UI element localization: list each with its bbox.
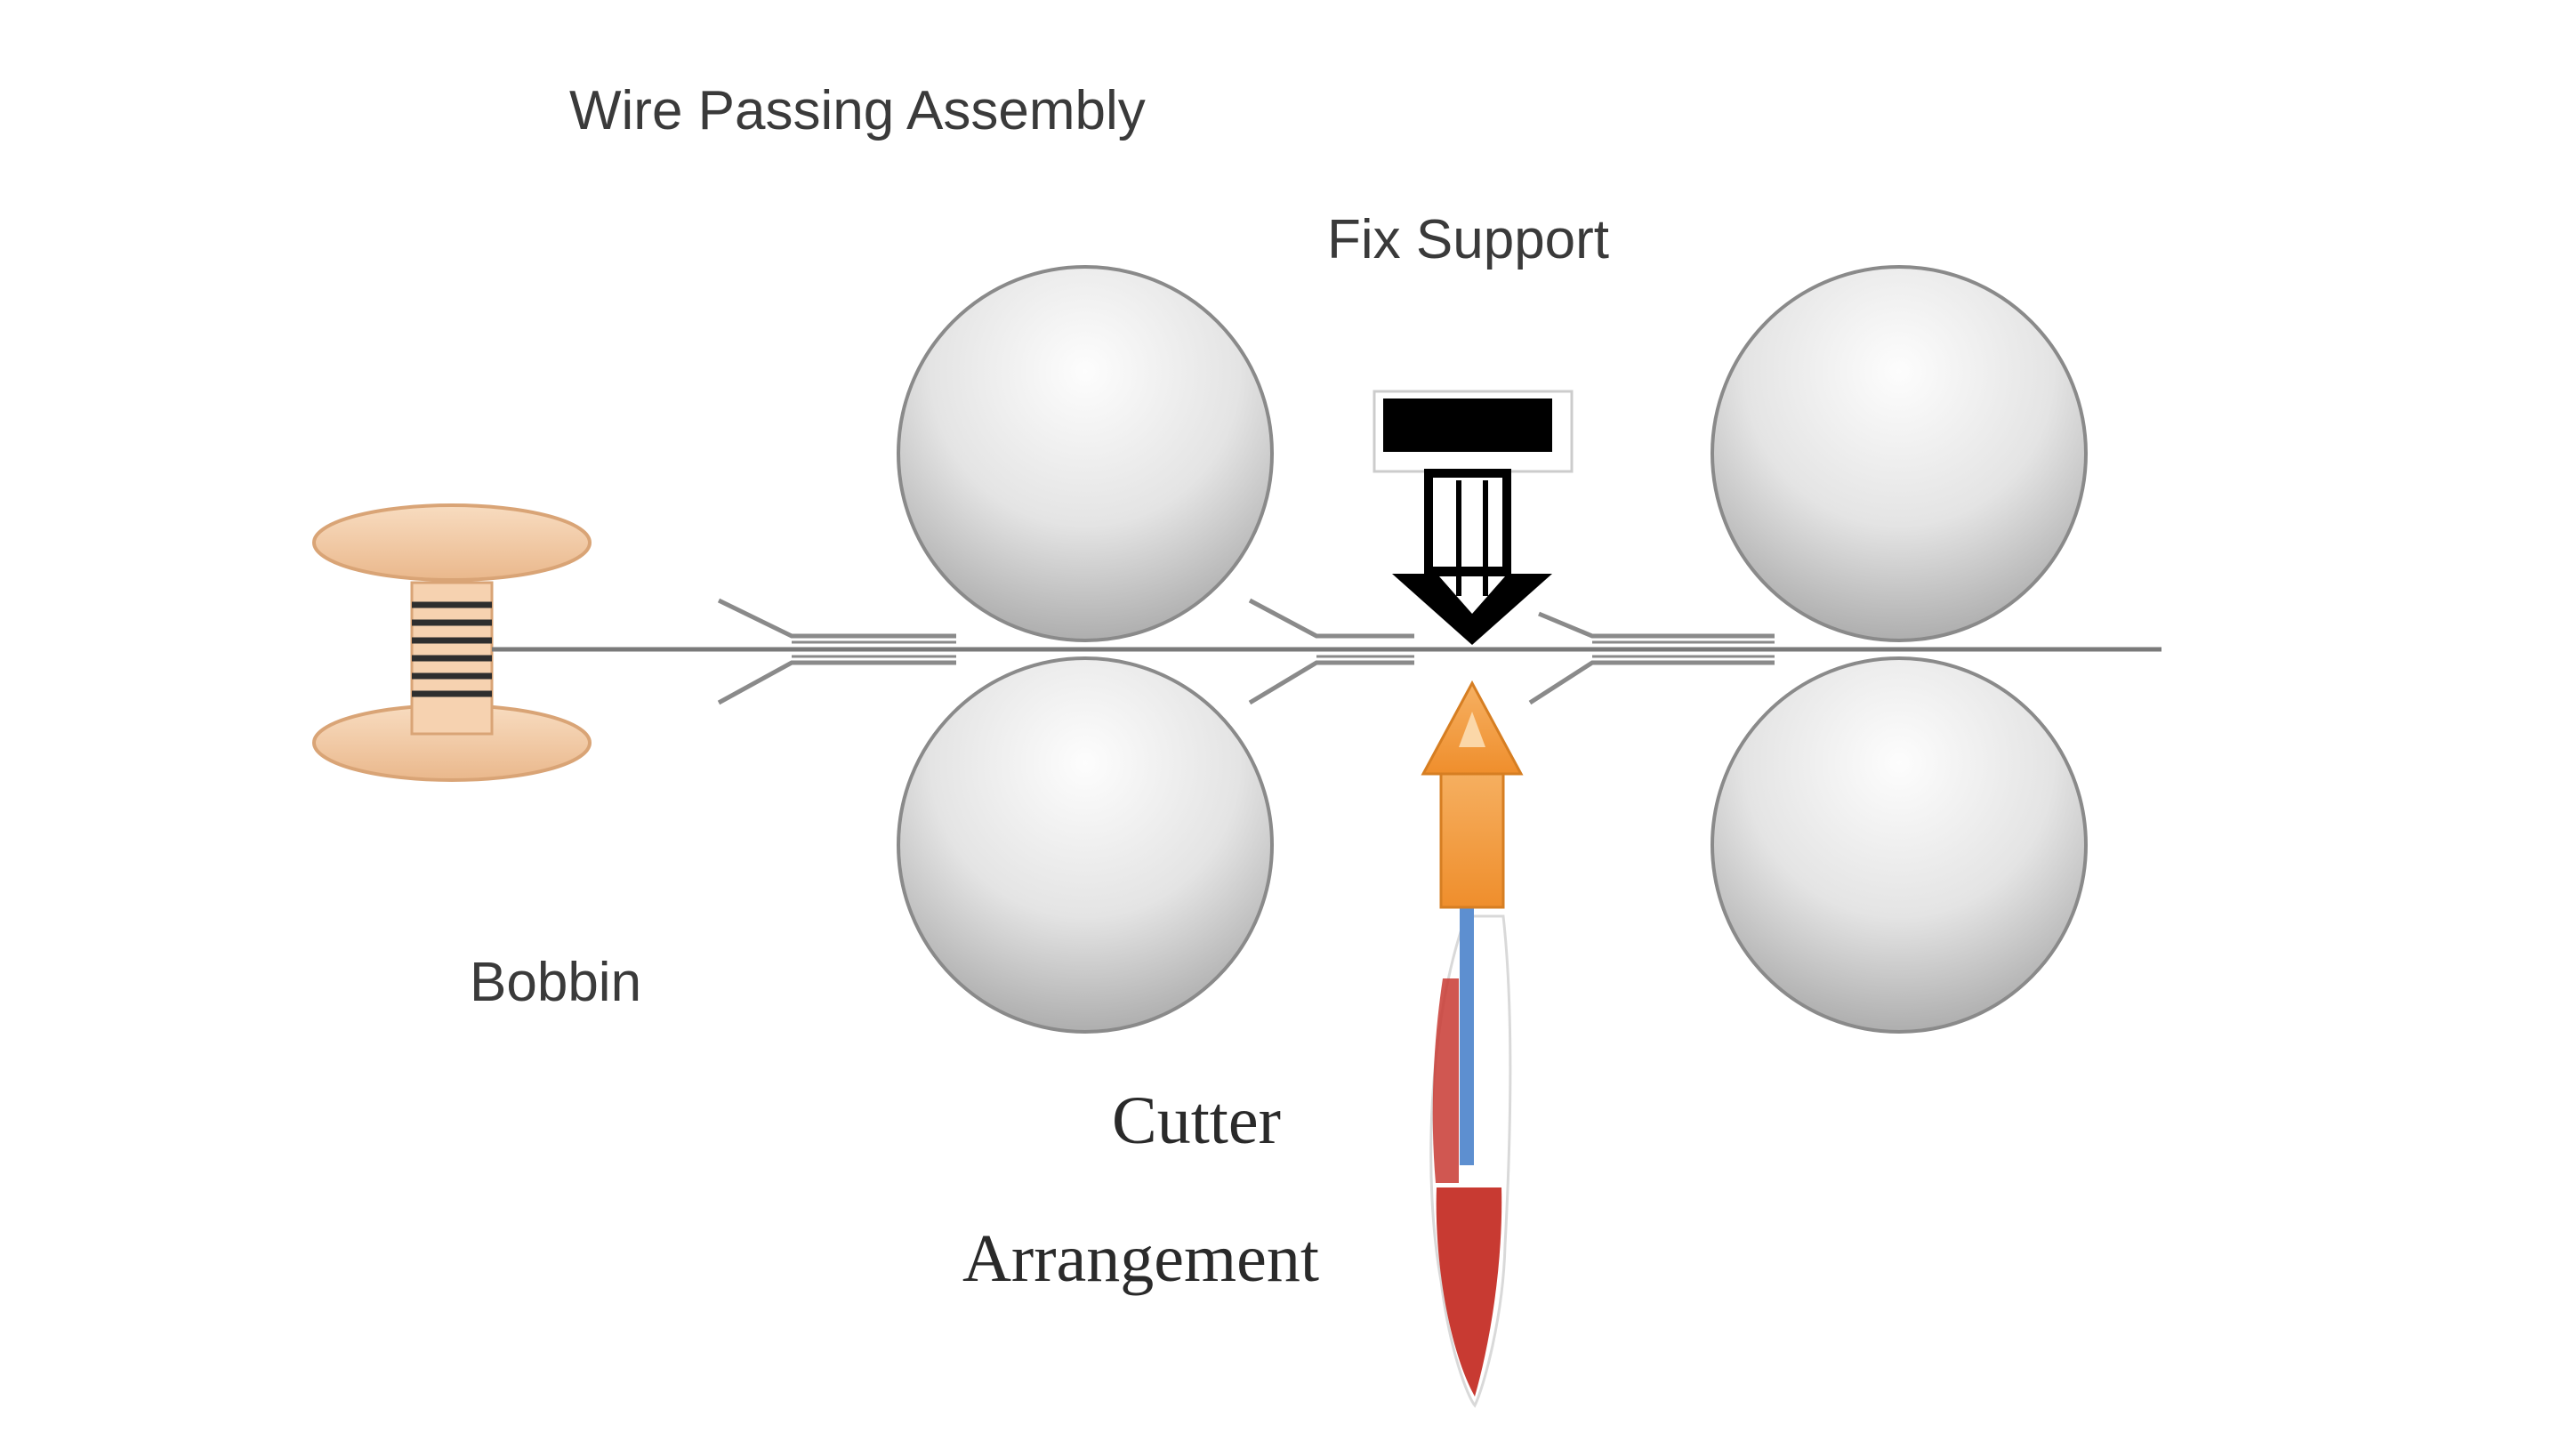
bobbin-wire-windings [412,601,492,697]
wire-guide-right [1528,611,1775,705]
wire-passing-assembly-label: Wire Passing Assembly [569,80,1146,141]
cutter-up-arrow-blade-icon [1421,680,1524,1408]
wire-guide-middle [1248,598,1414,705]
arrangement-label: Arrangement [962,1221,1319,1296]
roller-group-left [897,265,1274,1034]
fix-support-label: Fix Support [1327,209,1609,270]
roller-top-right [1711,265,2088,642]
roller-bottom-left [897,656,1274,1034]
bobbin-label: Bobbin [470,952,641,1013]
roller-top-left [897,265,1274,642]
wire-guide-left [717,598,956,705]
roller-group-right [1711,265,2088,1034]
fix-support-down-arrow-icon [1373,390,1574,645]
bobbin-spool-icon [312,503,592,782]
roller-bottom-right [1711,656,2088,1034]
cutter-label: Cutter [1112,1083,1281,1158]
